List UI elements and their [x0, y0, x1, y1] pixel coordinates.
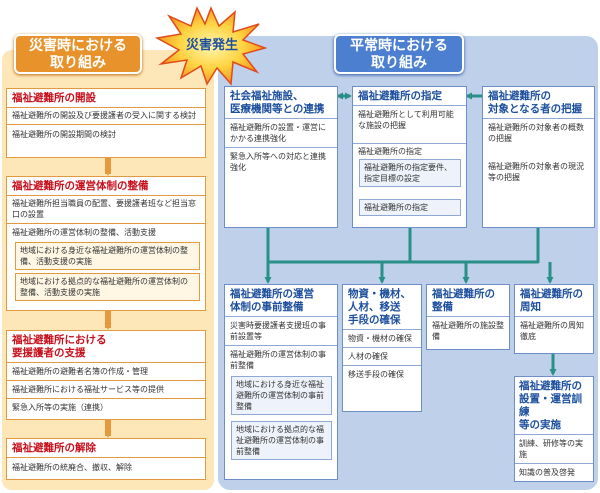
- target-item-1: 福祉避難所の対象者の概数の把握: [488, 123, 584, 143]
- right-box-target: 福祉避難所の 対象となる者の把握 福祉避難所の対象者の概数の把握 福祉避難所の対…: [482, 86, 595, 228]
- left-open-item-2: 福祉避難所の開設期間の検討: [12, 130, 116, 139]
- training-title-3: 等の実施: [519, 419, 561, 431]
- disaster-burst-icon: [155, 6, 267, 86]
- notice-item-1: 福祉避難所の周知徹底: [520, 321, 584, 341]
- prep-title-1: 福祉避難所の運営: [230, 288, 314, 300]
- right-box-welfare: 社会福祉施設、 医療機関等との連携 福祉避難所の設置・運営にかかる連携強化 緊急…: [224, 86, 338, 228]
- welfare-title-1: 社会福祉施設、: [230, 90, 304, 102]
- left-support-item-1: 福祉避難所の避難者名簿の作成・管理: [12, 367, 148, 376]
- facility-title-1: 福祉避難所の: [432, 288, 495, 300]
- prep-item-1: 災害時要援護者支援班の事前設置等: [230, 321, 326, 341]
- left-ops-sub-1: 地域における身近な福祉避難所の運営体制の整備、活動支援の実施: [15, 242, 200, 270]
- right-box-prep: 福祉避難所の運営 体制の事前整備 災害時要援護者支援班の事前設置等 福祉避難所の…: [224, 284, 338, 480]
- welfare-item-2: 緊急入所等への対応と連携強化: [230, 152, 326, 172]
- left-ops-sub-2: 地域における拠点的な福祉避難所の運営体制の整備、活動支援の実施: [15, 273, 200, 301]
- target-title-2: 対象となる者の把握: [488, 103, 583, 115]
- welfare-title-2: 医療機関等との連携: [230, 103, 325, 115]
- right-box-facility: 福祉避難所の 整備 福祉避難所の施設整備: [426, 284, 510, 350]
- burst-label: 災害発生: [185, 38, 238, 53]
- target-item-2: 福祉避難所の対象者の現況等の把握: [488, 162, 584, 182]
- left-open-item-1: 福祉避難所の開設及び要援護者の受入に関する検討: [12, 111, 196, 120]
- facility-item-1: 福祉避難所の施設整備: [432, 321, 504, 341]
- designate-sub-1: 福祉避難所の指定要件、指定目標の設定: [359, 159, 461, 187]
- supplies-title-3: 手段の確保: [348, 314, 401, 326]
- right-box-designate: 福祉避難所の指定 福祉避難所として利用可能な施設の把握 福祉避難所の指定 福祉避…: [352, 86, 467, 228]
- prep-title-2: 体制の事前整備: [230, 301, 304, 313]
- supplies-title-2: 人材、移送: [348, 301, 401, 313]
- left-ops-item-2: 福祉避難所の運営体制の整備、活動支援: [12, 228, 156, 237]
- designate-final: 福祉避難所の指定: [359, 199, 461, 216]
- left-support-title-2: 要援護者の支援: [12, 347, 86, 359]
- training-title-1: 福祉避難所の: [519, 380, 582, 392]
- left-box-support: 福祉避難所における 要援護者の支援 福祉避難所の避難者名簿の作成・管理 福祉避難…: [6, 330, 206, 420]
- left-open-title: 福祉避難所の開設: [12, 92, 96, 104]
- left-ops-item-1: 福祉避難所担当職員の配置、要援護者班など担当窓口の設置: [12, 199, 196, 219]
- supplies-item-1: 物資・機材の確保: [348, 334, 412, 343]
- right-box-training: 福祉避難所の 設置・運営訓練 等の実施 訓練、研修等の実施 知識の普及啓発: [514, 376, 594, 482]
- disaster-banner-line1: 災害時における: [29, 38, 127, 54]
- prep-sub-1: 地域における身近な福祉避難所の運営体制の事前整備: [231, 376, 332, 415]
- disaster-banner: 災害時における 取り組み: [14, 34, 142, 74]
- disaster-banner-line2: 取り組み: [50, 55, 106, 71]
- welfare-item-1: 福祉避難所の設置・運営にかかる連携強化: [230, 123, 326, 143]
- left-close-title: 福祉避難所の解除: [12, 442, 96, 454]
- left-support-title-1: 福祉避難所における: [12, 334, 107, 346]
- normal-banner-line1: 平常時における: [350, 38, 448, 54]
- notice-title-2: 周知: [520, 301, 541, 313]
- supplies-item-2: 人材の確保: [348, 352, 388, 361]
- left-box-open: 福祉避難所の開設 福祉避難所の開設及び要援護者の受入に関する検討 福祉避難所の開…: [6, 88, 206, 158]
- left-ops-title: 福祉避難所の運営体制の整備: [12, 180, 149, 192]
- left-close-item-1: 福祉避難所の統廃合、撤収、解除: [12, 463, 132, 472]
- left-support-item-2: 福祉避難所における福祉サービス等の提供: [12, 385, 164, 394]
- designate-item-1: 福祉避難所として利用可能な施設の把握: [358, 110, 454, 130]
- left-box-close: 福祉避難所の解除 福祉避難所の統廃合、撤収、解除: [6, 438, 206, 480]
- normal-banner-line2: 取り組み: [371, 55, 427, 71]
- notice-title-1: 福祉避難所の: [520, 288, 583, 300]
- designate-title: 福祉避難所の指定: [358, 90, 442, 102]
- training-title-2: 設置・運営訓練: [519, 393, 582, 418]
- supplies-title-1: 物資・機材、: [348, 288, 411, 300]
- target-title-1: 福祉避難所の: [488, 90, 551, 102]
- normal-banner: 平常時における 取り組み: [334, 34, 464, 74]
- right-box-notice: 福祉避難所の 周知 福祉避難所の周知徹底: [514, 284, 594, 354]
- right-box-supplies: 物資・機材、 人材、移送 手段の確保 物資・機材の確保 人材の確保 移送手段の確…: [342, 284, 422, 412]
- prep-sub-2: 地域における拠点的な福祉避難所の運営体制の事前整備: [231, 421, 332, 460]
- training-item-2: 知識の普及啓発: [519, 468, 575, 477]
- facility-title-2: 整備: [432, 301, 453, 313]
- tree-connector: [266, 226, 540, 264]
- supplies-item-3: 移送手段の確保: [348, 370, 404, 379]
- prep-item-2: 福祉避難所の運営体制の事前整備: [230, 350, 326, 370]
- left-box-ops: 福祉避難所の運営体制の整備 福祉避難所担当職員の配置、要援護者班など担当窓口の設…: [6, 176, 206, 311]
- designate-item-2: 福祉避難所の指定: [358, 147, 422, 156]
- left-support-item-3: 緊急入所等の実施（連携）: [12, 403, 108, 412]
- training-item-1: 訓練、研修等の実施: [519, 439, 583, 459]
